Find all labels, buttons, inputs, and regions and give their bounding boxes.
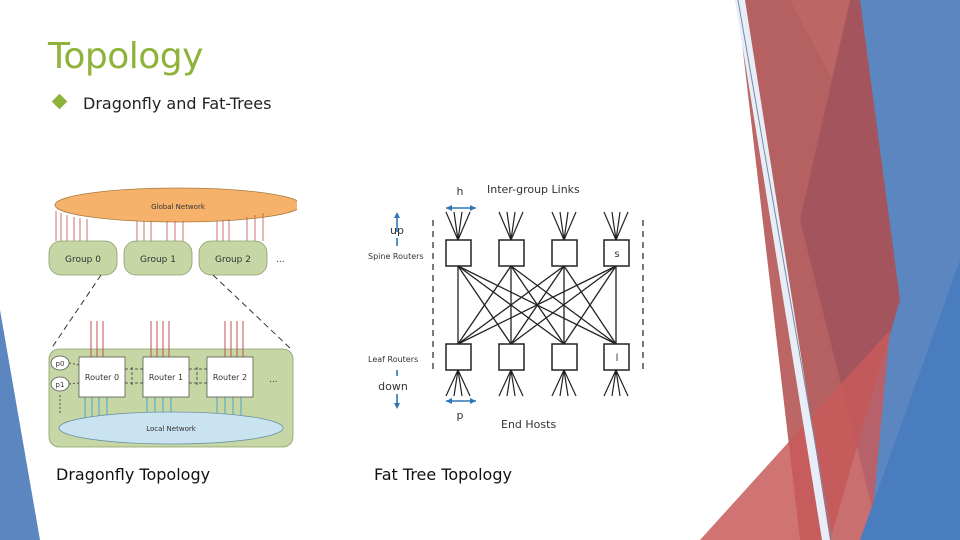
leaf-router-1 (445, 343, 472, 371)
up-label: up (390, 224, 404, 237)
deco-blue-lower-shape (860, 260, 960, 540)
leaf-routers-label: Leaf Routers (368, 355, 418, 364)
group-2-label: Group 2 (215, 255, 251, 265)
leaf-router-3 (551, 343, 578, 371)
global-network-ellipse (54, 187, 297, 223)
router-0-label: Router 0 (85, 373, 119, 382)
port-p0-label: p0 (56, 360, 65, 368)
router-1-box (142, 356, 190, 398)
group-0-box (48, 240, 118, 276)
end-hosts-label: End Hosts (501, 418, 556, 431)
spine-router-3 (551, 239, 578, 267)
deco-left-blue-strip (0, 310, 40, 540)
fat-tree-caption: Fat Tree Topology (374, 465, 512, 484)
local-network-label: Local Network (146, 425, 197, 433)
fat-tree-diagram: h Inter-group Links up Spine Routers s l… (366, 176, 650, 438)
spine-router-1 (445, 239, 472, 267)
dragonfly-diagram: Global Network Group 0 Group 1 Group 2 .… (48, 187, 297, 448)
p-label: p (457, 409, 464, 422)
inter-group-links-label: Inter-group Links (487, 183, 580, 196)
router-2-label: Router 2 (213, 373, 247, 382)
group-2-box (198, 240, 268, 276)
l-label: l (616, 353, 619, 364)
down-label: down (378, 380, 408, 393)
group-ellipsis: ... (276, 255, 285, 265)
slide-title: Topology (48, 36, 203, 77)
dragonfly-caption: Dragonfly Topology (56, 465, 211, 484)
spine-routers-label: Spine Routers (368, 252, 424, 261)
router-2-box (206, 356, 254, 398)
group-1-box (123, 240, 193, 276)
spine-router-2 (498, 239, 525, 267)
deco-pale-shape (735, 0, 830, 540)
global-network-label: Global Network (151, 203, 206, 211)
bullet-text: Dragonfly and Fat-Trees (83, 94, 272, 113)
router-ellipsis: ... (269, 375, 278, 385)
port-p1-label: p1 (56, 381, 65, 389)
deco-red-lower-shape (700, 330, 890, 540)
router-0-box (78, 356, 126, 398)
s-label: s (614, 249, 619, 260)
router-1-label: Router 1 (149, 373, 183, 382)
spine-router-4 (603, 239, 630, 267)
local-network-ellipse (58, 411, 284, 445)
group-0-label: Group 0 (65, 255, 101, 265)
group-1-label: Group 1 (140, 255, 176, 265)
h-label: h (457, 185, 464, 198)
leaf-router-2 (498, 343, 525, 371)
